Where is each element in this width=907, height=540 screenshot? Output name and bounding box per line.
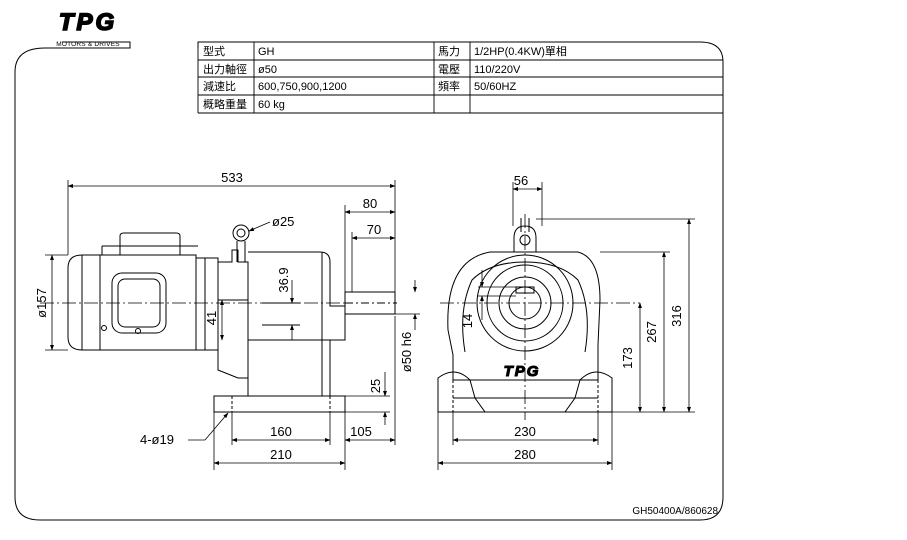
dim-bolt-holes: 4-ø19 [140,432,174,447]
drawing-number: GH50400A/860628 [632,506,718,517]
spec-table [197,42,723,114]
terminal-box [119,232,181,255]
dim-foot-105: 105 [350,424,372,439]
drawing-frame [14,41,724,521]
side-view-dimensions [45,180,420,470]
dim-key-14: 14 [460,314,475,328]
dim-shaft-dia: ø50 h6 [399,332,414,372]
dim-height-41: 41 [204,311,219,325]
dim-shaft-70: 70 [367,222,381,237]
logo-text: TPG [59,9,117,36]
dim-width-56: 56 [514,173,528,188]
right-foot [564,371,613,413]
spec-cell: 頻率 [438,79,460,93]
brand-logo: TPG MOTORS & DRIVES [56,8,120,48]
spec-cell: 減速比 [203,79,236,93]
spec-cell: 電壓 [438,63,460,76]
dim-motor-dia: ø157 [34,288,49,318]
dim-foot-25: 25 [368,379,383,393]
motor-body [67,254,197,351]
dim-height-316: 316 [669,305,684,327]
spec-table-text: 型式 GH 馬力 1/2HP(0.4KW)單相 出力軸徑 ø50 電壓 110/… [203,44,567,111]
spec-cell: 1/2HP(0.4KW)單相 [474,45,567,58]
base-plate [213,395,346,413]
gearbox-body [247,251,346,397]
side-view [40,224,397,413]
eye-bolt [232,224,250,242]
spec-cell: ø50 [258,64,277,76]
dim-base-280: 280 [514,447,536,462]
gearbox-housing [447,251,601,381]
spec-cell: 馬力 [438,45,460,58]
dim-height-267: 267 [644,321,659,343]
spec-cell: 50/60HZ [474,81,516,93]
spec-cell: 型式 [203,44,225,58]
front-view-labels: 56 14 173 267 316 230 280 [460,173,684,462]
brand-tagline: MOTORS & DRIVES [56,41,120,48]
dim-eyebolt: ø25 [272,214,294,229]
spec-cell: 出力軸徑 [203,62,247,76]
spec-cell: 60 kg [258,99,285,111]
dim-height-173: 173 [620,347,635,369]
front-view-dimensions [437,182,695,470]
dim-foot-160: 160 [270,424,292,439]
spec-cell: GH [258,46,275,58]
dim-overall-length: 533 [221,170,243,185]
spec-cell: 110/220V [474,64,521,76]
dim-center-offset: 36.9 [276,267,291,292]
side-view-labels: 533 80 70 ø25 ø157 36.9 41 ø50 h6 25 4-ø… [34,170,414,462]
left-foot [437,371,486,413]
spec-cell: 概略重量 [203,97,247,111]
front-view [437,214,640,420]
dim-base-230: 230 [514,424,536,439]
housing-logo: TPG [504,363,541,380]
dim-shaft-80: 80 [363,196,377,211]
dim-foot-210: 210 [270,447,292,462]
spec-cell: 600,750,900,1200 [258,81,347,93]
